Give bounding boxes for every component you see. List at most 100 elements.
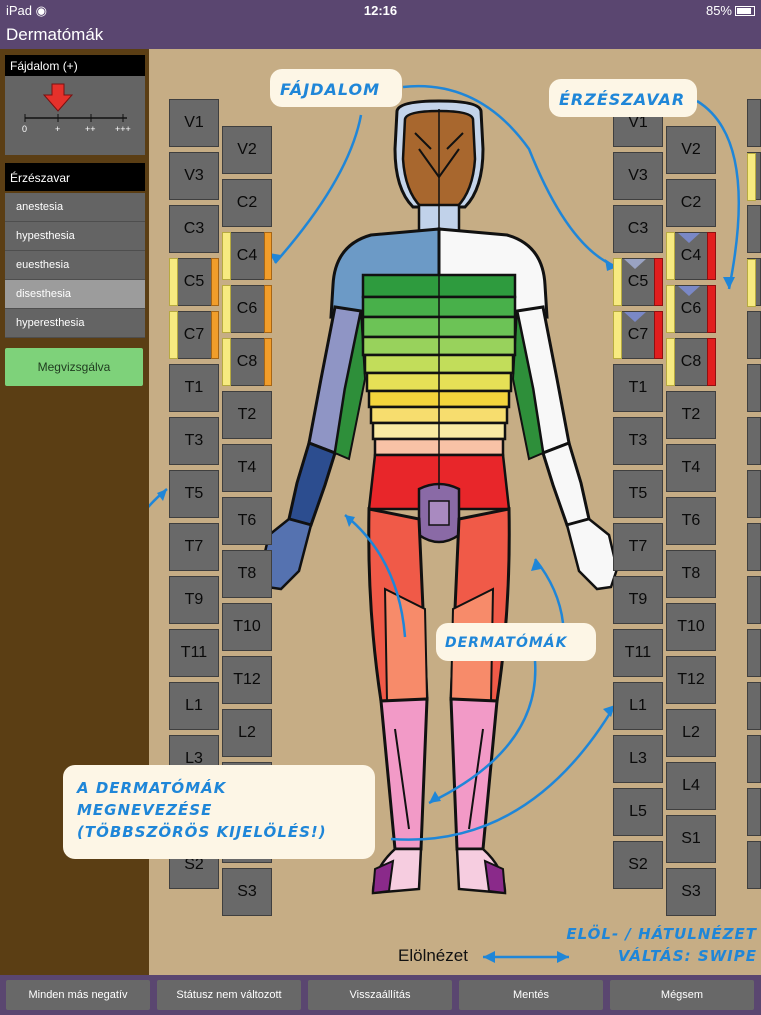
- dermatome-tile-left[interactable]: C2: [222, 179, 272, 227]
- dermatome-tile-right[interactable]: V3: [613, 152, 663, 200]
- dermatome-tile-left[interactable]: V3: [169, 152, 219, 200]
- pain-marker-arrow-icon: [42, 83, 74, 112]
- dermatome-tile-left[interactable]: V1: [169, 99, 219, 147]
- thigh-left-band: [383, 587, 429, 703]
- app-title: Dermatómák: [6, 25, 104, 44]
- annotation-arrowheads: [157, 253, 735, 963]
- dermatome-tile-right[interactable]: T9: [613, 576, 663, 624]
- arm-left-lower: [287, 441, 337, 527]
- pain-mark: [654, 258, 663, 306]
- dermatome-tile-right[interactable]: T7: [613, 523, 663, 571]
- sensory-item-hyperesthesia[interactable]: hyperesthesia: [5, 309, 145, 338]
- reset-button[interactable]: Visszaállítás: [308, 980, 452, 1010]
- dermatome-tile-left[interactable]: S3: [222, 868, 272, 916]
- dermatome-tile-left[interactable]: T9: [169, 576, 219, 624]
- dermatome-tile-right[interactable]: T2: [666, 391, 716, 439]
- dermatome-tile-right[interactable]: T4: [666, 444, 716, 492]
- sensory-list: anestesia hypesthesia euesthesia disesth…: [5, 193, 145, 338]
- dermatome-tile-back[interactable]: [747, 629, 761, 677]
- sensory-mark: [613, 311, 622, 359]
- sensory-item-anestesia[interactable]: anestesia: [5, 193, 145, 222]
- dermatome-tile-left[interactable]: T12: [222, 656, 272, 704]
- all-negative-button[interactable]: Minden más negatív: [6, 980, 150, 1010]
- sensory-mark: [666, 232, 675, 280]
- dermatome-tile-left[interactable]: T11: [169, 629, 219, 677]
- sensory-item-euesthesia[interactable]: euesthesia: [5, 251, 145, 280]
- dermatome-tile-right[interactable]: T5: [613, 470, 663, 518]
- dermatome-tile-right[interactable]: L3: [613, 735, 663, 783]
- annotation-naming-line: A dermatómák: [77, 779, 227, 797]
- sensory-mark: [613, 258, 622, 306]
- annotation-swipe-line: Elöl- / hátulnézet: [566, 925, 757, 943]
- dermatome-tile-left[interactable]: T8: [222, 550, 272, 598]
- dermatome-tile-left[interactable]: C3: [169, 205, 219, 253]
- sensory-mark: [222, 232, 231, 280]
- sensory-mark: [747, 153, 756, 201]
- dermatome-tile-back[interactable]: [747, 364, 761, 412]
- dermatome-tile-left[interactable]: T4: [222, 444, 272, 492]
- examined-button[interactable]: Megvizsgálva: [5, 348, 143, 386]
- view-label: Elölnézet: [398, 946, 468, 965]
- dermatome-tile-back[interactable]: [747, 841, 761, 889]
- dermatome-tile-right[interactable]: L5: [613, 788, 663, 836]
- dermatome-tile-back[interactable]: [747, 682, 761, 730]
- dermatome-tile-left[interactable]: T5: [169, 470, 219, 518]
- dermatome-tile-back[interactable]: [747, 205, 761, 253]
- leg-right: [449, 697, 499, 851]
- sensory-mark: [222, 338, 231, 386]
- dermatome-canvas[interactable]: V1 V3 C3 C5 C7 T1 T3 T5 T7 T9 T11 L1 L3 …: [63, 49, 761, 975]
- dermatome-tile-right[interactable]: C3: [613, 205, 663, 253]
- dermatome-tile-back[interactable]: [747, 788, 761, 836]
- pain-mark: [654, 311, 663, 359]
- sensory-mark: [222, 285, 231, 333]
- pain-scale-label: ++: [85, 124, 96, 134]
- sensory-item-hypesthesia[interactable]: hypesthesia: [5, 222, 145, 251]
- dermatome-tile-right[interactable]: T10: [666, 603, 716, 651]
- dermatome-tile-left[interactable]: T6: [222, 497, 272, 545]
- dermatome-tile-right[interactable]: T3: [613, 417, 663, 465]
- dermatome-tile-right[interactable]: L1: [613, 682, 663, 730]
- dermatome-tile-right[interactable]: C2: [666, 179, 716, 227]
- dermatome-tile-right[interactable]: S3: [666, 868, 716, 916]
- dermatome-tile-right[interactable]: L4: [666, 762, 716, 810]
- dermatome-tile-left[interactable]: T10: [222, 603, 272, 651]
- cancel-button[interactable]: Mégsem: [610, 980, 754, 1010]
- pain-header: Fájdalom (+): [5, 55, 145, 76]
- dermatome-tile-right[interactable]: T12: [666, 656, 716, 704]
- dermatome-tile-left[interactable]: T2: [222, 391, 272, 439]
- dermatome-tile-back[interactable]: [747, 470, 761, 518]
- dermatome-tile-right[interactable]: T6: [666, 497, 716, 545]
- heel-left: [371, 859, 395, 895]
- dermatome-tile-back[interactable]: [747, 523, 761, 571]
- dermatome-tile-right[interactable]: T1: [613, 364, 663, 412]
- dermatome-tile-right[interactable]: S2: [613, 841, 663, 889]
- dermatome-tile-left[interactable]: T7: [169, 523, 219, 571]
- sensory-item-disesthesia[interactable]: disesthesia: [5, 280, 145, 309]
- dermatome-tile-back[interactable]: [747, 311, 761, 359]
- pain-scale[interactable]: 0 + ++ +++: [5, 76, 145, 155]
- dermatome-tile-back[interactable]: [747, 99, 761, 147]
- dermatome-tile-right[interactable]: V2: [666, 126, 716, 174]
- annotation-naming-line: megnevezése: [77, 801, 213, 819]
- clock: 12:16: [363, 3, 398, 18]
- pain-mark: [264, 338, 272, 386]
- dermatome-tile-right[interactable]: T8: [666, 550, 716, 598]
- dermatome-tile-right[interactable]: T11: [613, 629, 663, 677]
- pain-scale-label: +++: [115, 124, 131, 134]
- annotation-sensory: Érzészavar: [549, 79, 697, 117]
- wifi-icon: ◉: [35, 3, 47, 18]
- dermatome-tile-left[interactable]: V2: [222, 126, 272, 174]
- dermatome-tile-back[interactable]: [747, 417, 761, 465]
- dermatome-tile-right[interactable]: L2: [666, 709, 716, 757]
- hand-right: [565, 517, 619, 591]
- dermatome-tile-right[interactable]: S1: [666, 815, 716, 863]
- dermatome-tile-left[interactable]: T1: [169, 364, 219, 412]
- dermatome-tile-left[interactable]: L1: [169, 682, 219, 730]
- dermatome-tile-back[interactable]: [747, 735, 761, 783]
- status-unchanged-button[interactable]: Státusz nem változott: [157, 980, 301, 1010]
- dermatome-tile-left[interactable]: L2: [222, 709, 272, 757]
- save-button[interactable]: Mentés: [459, 980, 603, 1010]
- sensory-triangle-icon: [624, 259, 646, 269]
- dermatome-tile-left[interactable]: T3: [169, 417, 219, 465]
- dermatome-tile-back[interactable]: [747, 576, 761, 624]
